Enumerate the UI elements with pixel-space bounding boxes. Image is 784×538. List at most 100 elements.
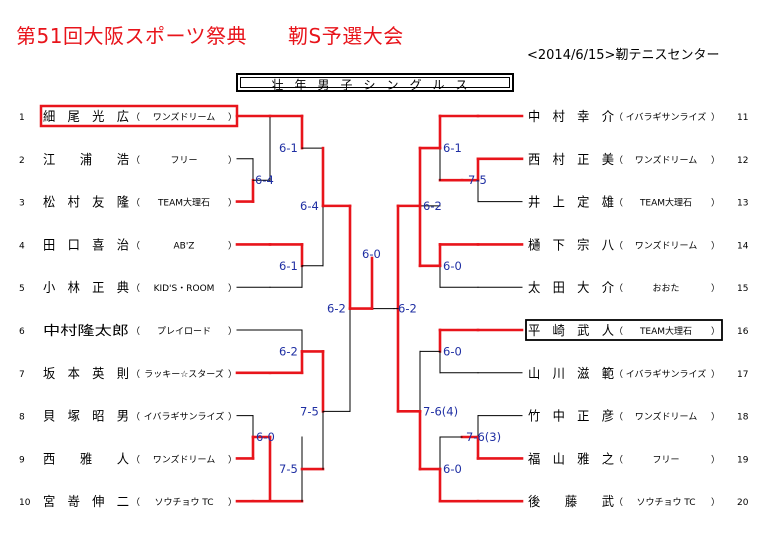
player-seed: 6	[19, 327, 25, 337]
player-name: 樋 下 宗 八	[528, 237, 614, 253]
player-seed: 1	[19, 113, 25, 123]
player-team: ソウチョウ TC	[636, 497, 695, 508]
paren-open: （	[131, 198, 140, 209]
player-team: ソウチョウ TC	[154, 497, 213, 508]
paren-close: ）	[711, 454, 720, 465]
paren-close: ）	[711, 112, 720, 123]
match-score: 7-5	[300, 404, 319, 418]
player-team: AB'Z	[174, 241, 195, 251]
player-team: プレイロード	[157, 326, 211, 337]
match-score: 6-1	[443, 141, 462, 155]
player-seed: 19	[737, 455, 749, 465]
player-seed: 2	[19, 156, 25, 166]
player-name: 貝 塚 昭 男	[43, 410, 129, 425]
paren-open: （	[131, 283, 140, 294]
player-team: ワンズドリーム	[635, 239, 698, 251]
match-score: 6-2	[279, 344, 298, 358]
player-name: 太 田 大 介	[528, 281, 614, 296]
player-name: 江 浦 浩	[43, 153, 129, 168]
player-team: フリー	[652, 455, 679, 465]
player-name: 細 尾 光 広	[43, 110, 129, 125]
paren-open: （	[614, 454, 623, 465]
player-name: 田 口 喜 治	[43, 238, 129, 253]
paren-open: （	[131, 240, 140, 251]
player-seed: 5	[19, 284, 25, 294]
player-name: 西 雅 人	[43, 452, 129, 467]
match-score: 7-6(4)	[423, 404, 458, 418]
player-highlight-box	[525, 319, 723, 341]
player-seed: 4	[19, 241, 25, 251]
paren-close: ）	[711, 326, 720, 337]
match-score: 6-0	[362, 247, 381, 261]
match-score: 6-0	[443, 344, 462, 358]
player-seed: 11	[737, 113, 748, 123]
player-name: 小 林 正 典	[43, 281, 129, 296]
player-name: 松 村 友 隆	[43, 195, 129, 211]
player-team: TEAM大理石	[639, 325, 692, 337]
player-seed: 16	[737, 327, 749, 337]
player-team: ワンズドリーム	[153, 111, 216, 123]
paren-close: ）	[228, 369, 237, 380]
player-name: 後 藤 武	[528, 495, 614, 510]
player-team: ワンズドリーム	[635, 411, 698, 423]
paren-open: （	[131, 454, 140, 465]
player-team: TEAM大理石	[157, 197, 210, 209]
match-score: 7-6(3)	[466, 430, 501, 444]
match-score: 7-5	[468, 173, 487, 187]
player-name: 平 崎 武 人	[528, 324, 614, 339]
player-name: 井 上 定 雄	[528, 196, 614, 211]
paren-open: （	[131, 155, 140, 166]
player-name: 竹 中 正 彦	[528, 409, 614, 425]
paren-open: （	[131, 112, 140, 123]
page-title: 第51回大阪スポーツ祭典 靭S予選大会	[16, 24, 404, 48]
paren-open: （	[614, 412, 623, 423]
paren-close: ）	[228, 155, 237, 166]
paren-open: （	[614, 198, 623, 209]
player-name: 山 川 滋 範	[528, 367, 614, 382]
paren-close: ）	[228, 497, 237, 508]
paren-open: （	[614, 369, 623, 380]
player-team: ラッキー☆スターズ	[144, 368, 224, 380]
player-name: 西 村 正 美	[528, 153, 614, 168]
player-team: イバラギサンライズ	[626, 111, 707, 123]
player-team: イバラギサンライズ	[144, 411, 225, 423]
paren-close: ）	[711, 155, 720, 166]
match-score: 6-2	[423, 199, 442, 213]
player-name: 福 山 雅 之	[528, 452, 614, 467]
player-team: フリー	[170, 156, 197, 166]
player-name: 中村隆太郎	[43, 324, 129, 339]
player-name: 中 村 幸 介	[528, 110, 614, 125]
match-score: 6-0	[443, 462, 462, 476]
player-team: KID'S・ROOM	[154, 284, 215, 294]
paren-close: ）	[228, 412, 237, 423]
paren-open: （	[614, 326, 623, 337]
player-seed: 13	[737, 199, 748, 209]
paren-open: （	[131, 412, 140, 423]
paren-close: ）	[228, 112, 237, 123]
paren-open: （	[131, 497, 140, 508]
paren-open: （	[131, 369, 140, 380]
paren-open: （	[614, 112, 623, 123]
paren-close: ）	[711, 240, 720, 251]
paren-close: ）	[711, 412, 720, 423]
paren-close: ）	[228, 326, 237, 337]
paren-open: （	[614, 240, 623, 251]
paren-close: ）	[711, 497, 720, 508]
player-seed: 9	[19, 455, 25, 465]
match-score: 6-0	[443, 259, 462, 273]
event-title-box: 壮年男子シングルス	[236, 73, 514, 92]
player-team: おおた	[652, 283, 679, 294]
player-seed: 12	[737, 156, 748, 166]
player-seed: 3	[19, 199, 25, 209]
player-team: ワンズドリーム	[635, 154, 698, 166]
paren-close: ）	[711, 198, 720, 209]
player-seed: 15	[737, 284, 748, 294]
match-score: 7-5	[279, 462, 298, 476]
match-score: 6-2	[398, 302, 417, 316]
player-seed: 18	[737, 413, 749, 423]
paren-close: ）	[711, 283, 720, 294]
paren-open: （	[131, 326, 140, 337]
paren-close: ）	[711, 369, 720, 380]
match-score: 6-1	[279, 259, 298, 273]
